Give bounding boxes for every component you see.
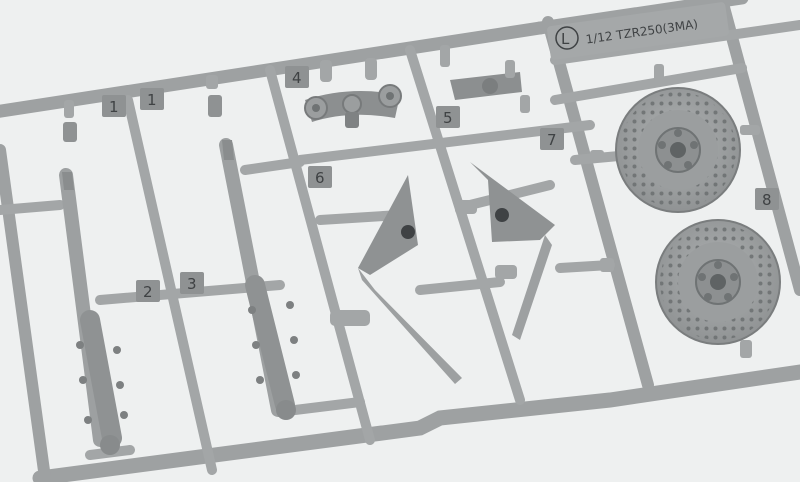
brake-disc-lower — [655, 219, 781, 345]
part-number-tags: 1 1 2 3 4 5 6 7 — [102, 66, 779, 302]
gate-stubs — [330, 64, 760, 358]
part-tag-1a: 1 — [102, 95, 126, 117]
brake-caliper — [440, 45, 530, 113]
part-tag-4: 4 — [285, 66, 309, 88]
sprue-letter: L — [561, 30, 570, 48]
part-tag-7: 7 — [540, 128, 564, 150]
front-fork-right — [219, 138, 300, 420]
part-tag-6: 6 — [308, 166, 332, 188]
svg-text:8: 8 — [762, 191, 772, 209]
small-part-1b — [206, 75, 222, 117]
frame-bracket-right — [470, 162, 555, 340]
triple-clamp — [304, 58, 402, 128]
part-tag-8: 8 — [755, 188, 779, 210]
svg-text:1: 1 — [147, 91, 157, 109]
svg-text:4: 4 — [292, 69, 302, 87]
svg-text:3: 3 — [187, 275, 197, 293]
part-tag-3: 3 — [180, 272, 204, 294]
brake-disc-upper — [615, 87, 741, 213]
svg-text:1: 1 — [109, 98, 119, 116]
part-tag-5: 5 — [436, 106, 460, 128]
front-fork-left — [59, 168, 128, 455]
frame-bracket-left — [358, 175, 462, 384]
part-tag-2: 2 — [136, 280, 160, 302]
svg-text:5: 5 — [443, 109, 453, 127]
svg-text:7: 7 — [547, 131, 557, 149]
svg-text:2: 2 — [143, 283, 153, 301]
sprue-id-badge: L 1/12 TZR250(3MA) — [547, 2, 729, 60]
svg-text:6: 6 — [315, 169, 325, 187]
part-tag-1b: 1 — [140, 88, 164, 110]
small-part-1a — [63, 100, 77, 142]
